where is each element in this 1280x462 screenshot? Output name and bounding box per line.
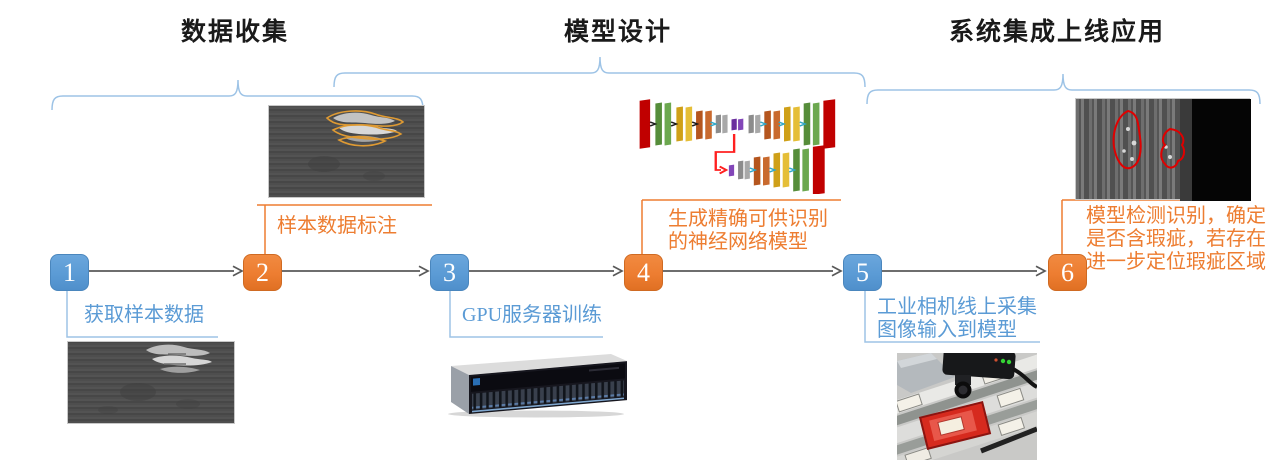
annotated-defect-sample-image xyxy=(268,105,425,198)
step-3-box: 3 xyxy=(430,254,469,291)
step-1-box: 1 xyxy=(50,254,89,291)
step-6-label-line: 进一步定位瑕疵区域 xyxy=(1086,251,1266,273)
section-title-system-integration: 系统集成上线应用 xyxy=(948,19,1166,46)
brace-model-design xyxy=(333,56,866,88)
step-6-label-line: 是否含瑕疵，若存在 xyxy=(1086,228,1266,250)
neural-network-diagram xyxy=(637,94,847,194)
defect-outline xyxy=(1112,109,1186,170)
step-5-box: 5 xyxy=(843,254,882,291)
industrial-camera-image xyxy=(897,353,1037,460)
step-4-box: 4 xyxy=(624,254,663,291)
skip-connection-arrow xyxy=(714,134,736,171)
annotation-outline xyxy=(325,110,405,147)
step-3-label-line: GPU服务器训练 xyxy=(462,304,603,326)
step-6-box: 6 xyxy=(1048,254,1087,291)
section-title-data-collection: 数据收集 xyxy=(180,19,290,46)
step-4-label: 生成精确可供识别 的神经网络模型 xyxy=(668,208,828,254)
gpu-server-image xyxy=(436,352,631,418)
step-1-label-line: 获取样本数据 xyxy=(84,304,204,326)
step-3-label: GPU服务器训练 xyxy=(462,304,602,327)
industrial-camera-graphic xyxy=(897,353,1037,460)
step-2-label: 样本数据标注 xyxy=(277,215,397,238)
step-5-label-line: 工业相机线上采集 xyxy=(877,296,1037,318)
step-5-label-line: 图像输入到模型 xyxy=(877,319,1017,341)
step-1-label: 获取样本数据 xyxy=(84,304,204,327)
step-5-label: 工业相机线上采集 图像输入到模型 xyxy=(877,296,1037,342)
annotated-defect-graphic xyxy=(308,110,405,181)
step-6-label-line: 模型检测识别，确定 xyxy=(1086,205,1266,227)
defect-detection-result-image xyxy=(1075,98,1251,201)
step-6-label: 模型检测识别，确定 是否含瑕疵，若存在 进一步定位瑕疵区域 xyxy=(1086,205,1266,274)
cnn-layers-graphic xyxy=(639,99,836,194)
step-2-label-line: 样本数据标注 xyxy=(277,215,397,237)
gpu-server-graphic xyxy=(448,354,627,418)
camera-body xyxy=(942,353,1016,399)
section-title-model-design: 模型设计 xyxy=(563,19,673,46)
step-2-box: 2 xyxy=(243,254,282,291)
step-4-label-line: 生成精确可供识别 xyxy=(668,208,828,230)
flow-arrows xyxy=(87,265,1047,277)
detection-result-graphic xyxy=(1112,99,1251,201)
red-backlight-pad xyxy=(918,401,992,450)
raw-defect-sample-image xyxy=(67,341,235,424)
step-4-label-line: 的神经网络模型 xyxy=(668,231,808,253)
raw-defect-graphic xyxy=(98,344,212,414)
